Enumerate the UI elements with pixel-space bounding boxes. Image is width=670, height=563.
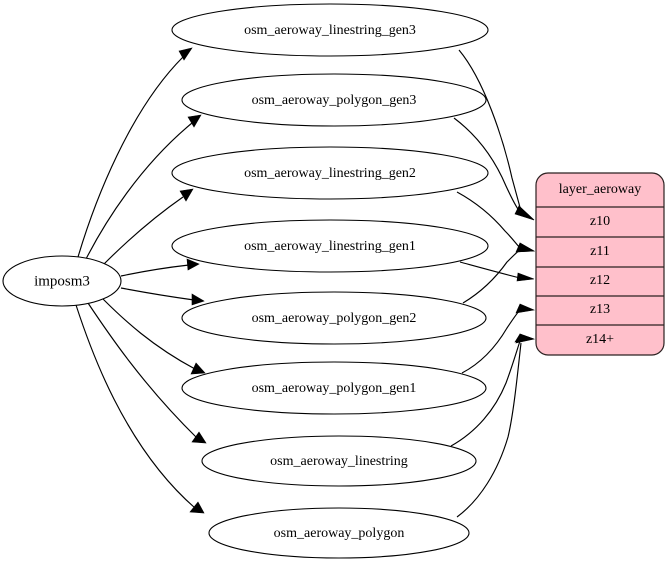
table-node-ellipse[interactable]: [201, 435, 477, 487]
table-node-ellipse[interactable]: [181, 361, 487, 415]
layer-row-label-z14plus: z14+: [586, 332, 614, 347]
edge-linestring-to-z14plus: [450, 340, 521, 447]
edge-linestring-gen2-to-z11: [456, 191, 522, 250]
table-node-ellipse[interactable]: [171, 219, 489, 273]
table-node-osm-aeroway-linestring[interactable]: osm_aeroway_linestring: [201, 435, 477, 487]
edge-imposm3-to-linestring: [87, 302, 198, 439]
source-node-label: imposm3: [34, 273, 90, 289]
edge-imposm3-to-linestring-gen3: [77, 56, 184, 258]
edge-imposm3-to-polygon-gen3: [85, 122, 193, 260]
edge-arrowhead: [191, 431, 207, 444]
table-node-label: osm_aeroway_linestring: [270, 454, 408, 469]
table-node-osm-aeroway-linestring-gen1[interactable]: osm_aeroway_linestring_gen1: [171, 219, 489, 273]
edge-arrowhead: [189, 501, 205, 514]
table-node-osm-aeroway-polygon-gen2[interactable]: osm_aeroway_polygon_gen2: [181, 291, 487, 345]
edge-polygon-gen1-to-z13: [461, 309, 521, 374]
edge-polygon-gen3-to-z10: [453, 117, 521, 213]
layer-table-header-label: layer_aeroway: [559, 182, 641, 197]
edges-group: [75, 47, 536, 518]
table-node-osm-aeroway-linestring-gen2[interactable]: osm_aeroway_linestring_gen2: [171, 146, 489, 200]
edge-arrowhead: [191, 293, 205, 306]
edge-arrowhead: [516, 242, 536, 253]
table-node-ellipse[interactable]: [171, 3, 489, 57]
source-node[interactable]: imposm3: [2, 255, 122, 307]
table-node-osm-aeroway-polygon-gen3[interactable]: osm_aeroway_polygon_gen3: [181, 73, 487, 127]
table-node-label: osm_aeroway_polygon_gen3: [252, 93, 417, 108]
table-node-ellipse[interactable]: [171, 146, 489, 200]
edge-polygon-to-z14plus: [456, 342, 522, 518]
layer-row-label-z10: z10: [590, 214, 610, 229]
edge-arrowhead: [516, 272, 535, 282]
edge-imposm3-to-polygon-gen2: [120, 287, 195, 301]
edge-arrowhead: [187, 114, 202, 128]
table-node-label: osm_aeroway_polygon_gen1: [252, 381, 417, 396]
table-node-label: osm_aeroway_polygon_gen2: [252, 311, 417, 326]
layer-row-label-z11: z11: [590, 244, 610, 259]
table-node-ellipse[interactable]: [181, 291, 487, 345]
table-node-osm-aeroway-linestring-gen3[interactable]: osm_aeroway_linestring_gen3: [171, 3, 489, 57]
edge-linestring-gen3-to-z10: [458, 49, 522, 212]
table-node-label: osm_aeroway_linestring_gen1: [244, 239, 416, 254]
layer-table-body: [535, 172, 665, 356]
edge-arrowhead: [190, 362, 206, 375]
table-node-label: osm_aeroway_linestring_gen2: [244, 166, 416, 181]
table-node-label: osm_aeroway_linestring_gen3: [244, 23, 416, 38]
edge-arrowhead: [186, 258, 200, 271]
edge-imposm3-to-linestring-gen2: [103, 196, 184, 265]
edge-arrowhead: [515, 333, 536, 344]
layer-row-label-z13: z13: [590, 302, 610, 317]
table-node-label: osm_aeroway_polygon: [274, 526, 405, 541]
edge-linestring-gen1-to-z12: [459, 261, 521, 279]
table-node-osm-aeroway-polygon-gen1[interactable]: osm_aeroway_polygon_gen1: [181, 361, 487, 415]
table-node-ellipse[interactable]: [208, 507, 470, 559]
edge-imposm3-to-linestring-gen1: [120, 264, 190, 277]
edge-imposm3-to-polygon-gen1: [102, 298, 196, 370]
edge-imposm3-to-polygon: [75, 304, 196, 509]
layer-row-label-z12: z12: [590, 273, 610, 288]
source-node-ellipse[interactable]: [2, 255, 122, 307]
edge-arrowhead: [514, 205, 535, 221]
table-node-osm-aeroway-polygon[interactable]: osm_aeroway_polygon: [208, 507, 470, 559]
layer-aeroway-table[interactable]: layer_aeroway z10 z11 z12 z13 z14+: [535, 172, 665, 356]
edge-arrowhead: [179, 188, 194, 202]
edge-arrowhead: [515, 303, 536, 314]
table-node-ellipse[interactable]: [181, 73, 487, 127]
edge-arrowhead: [178, 47, 193, 61]
